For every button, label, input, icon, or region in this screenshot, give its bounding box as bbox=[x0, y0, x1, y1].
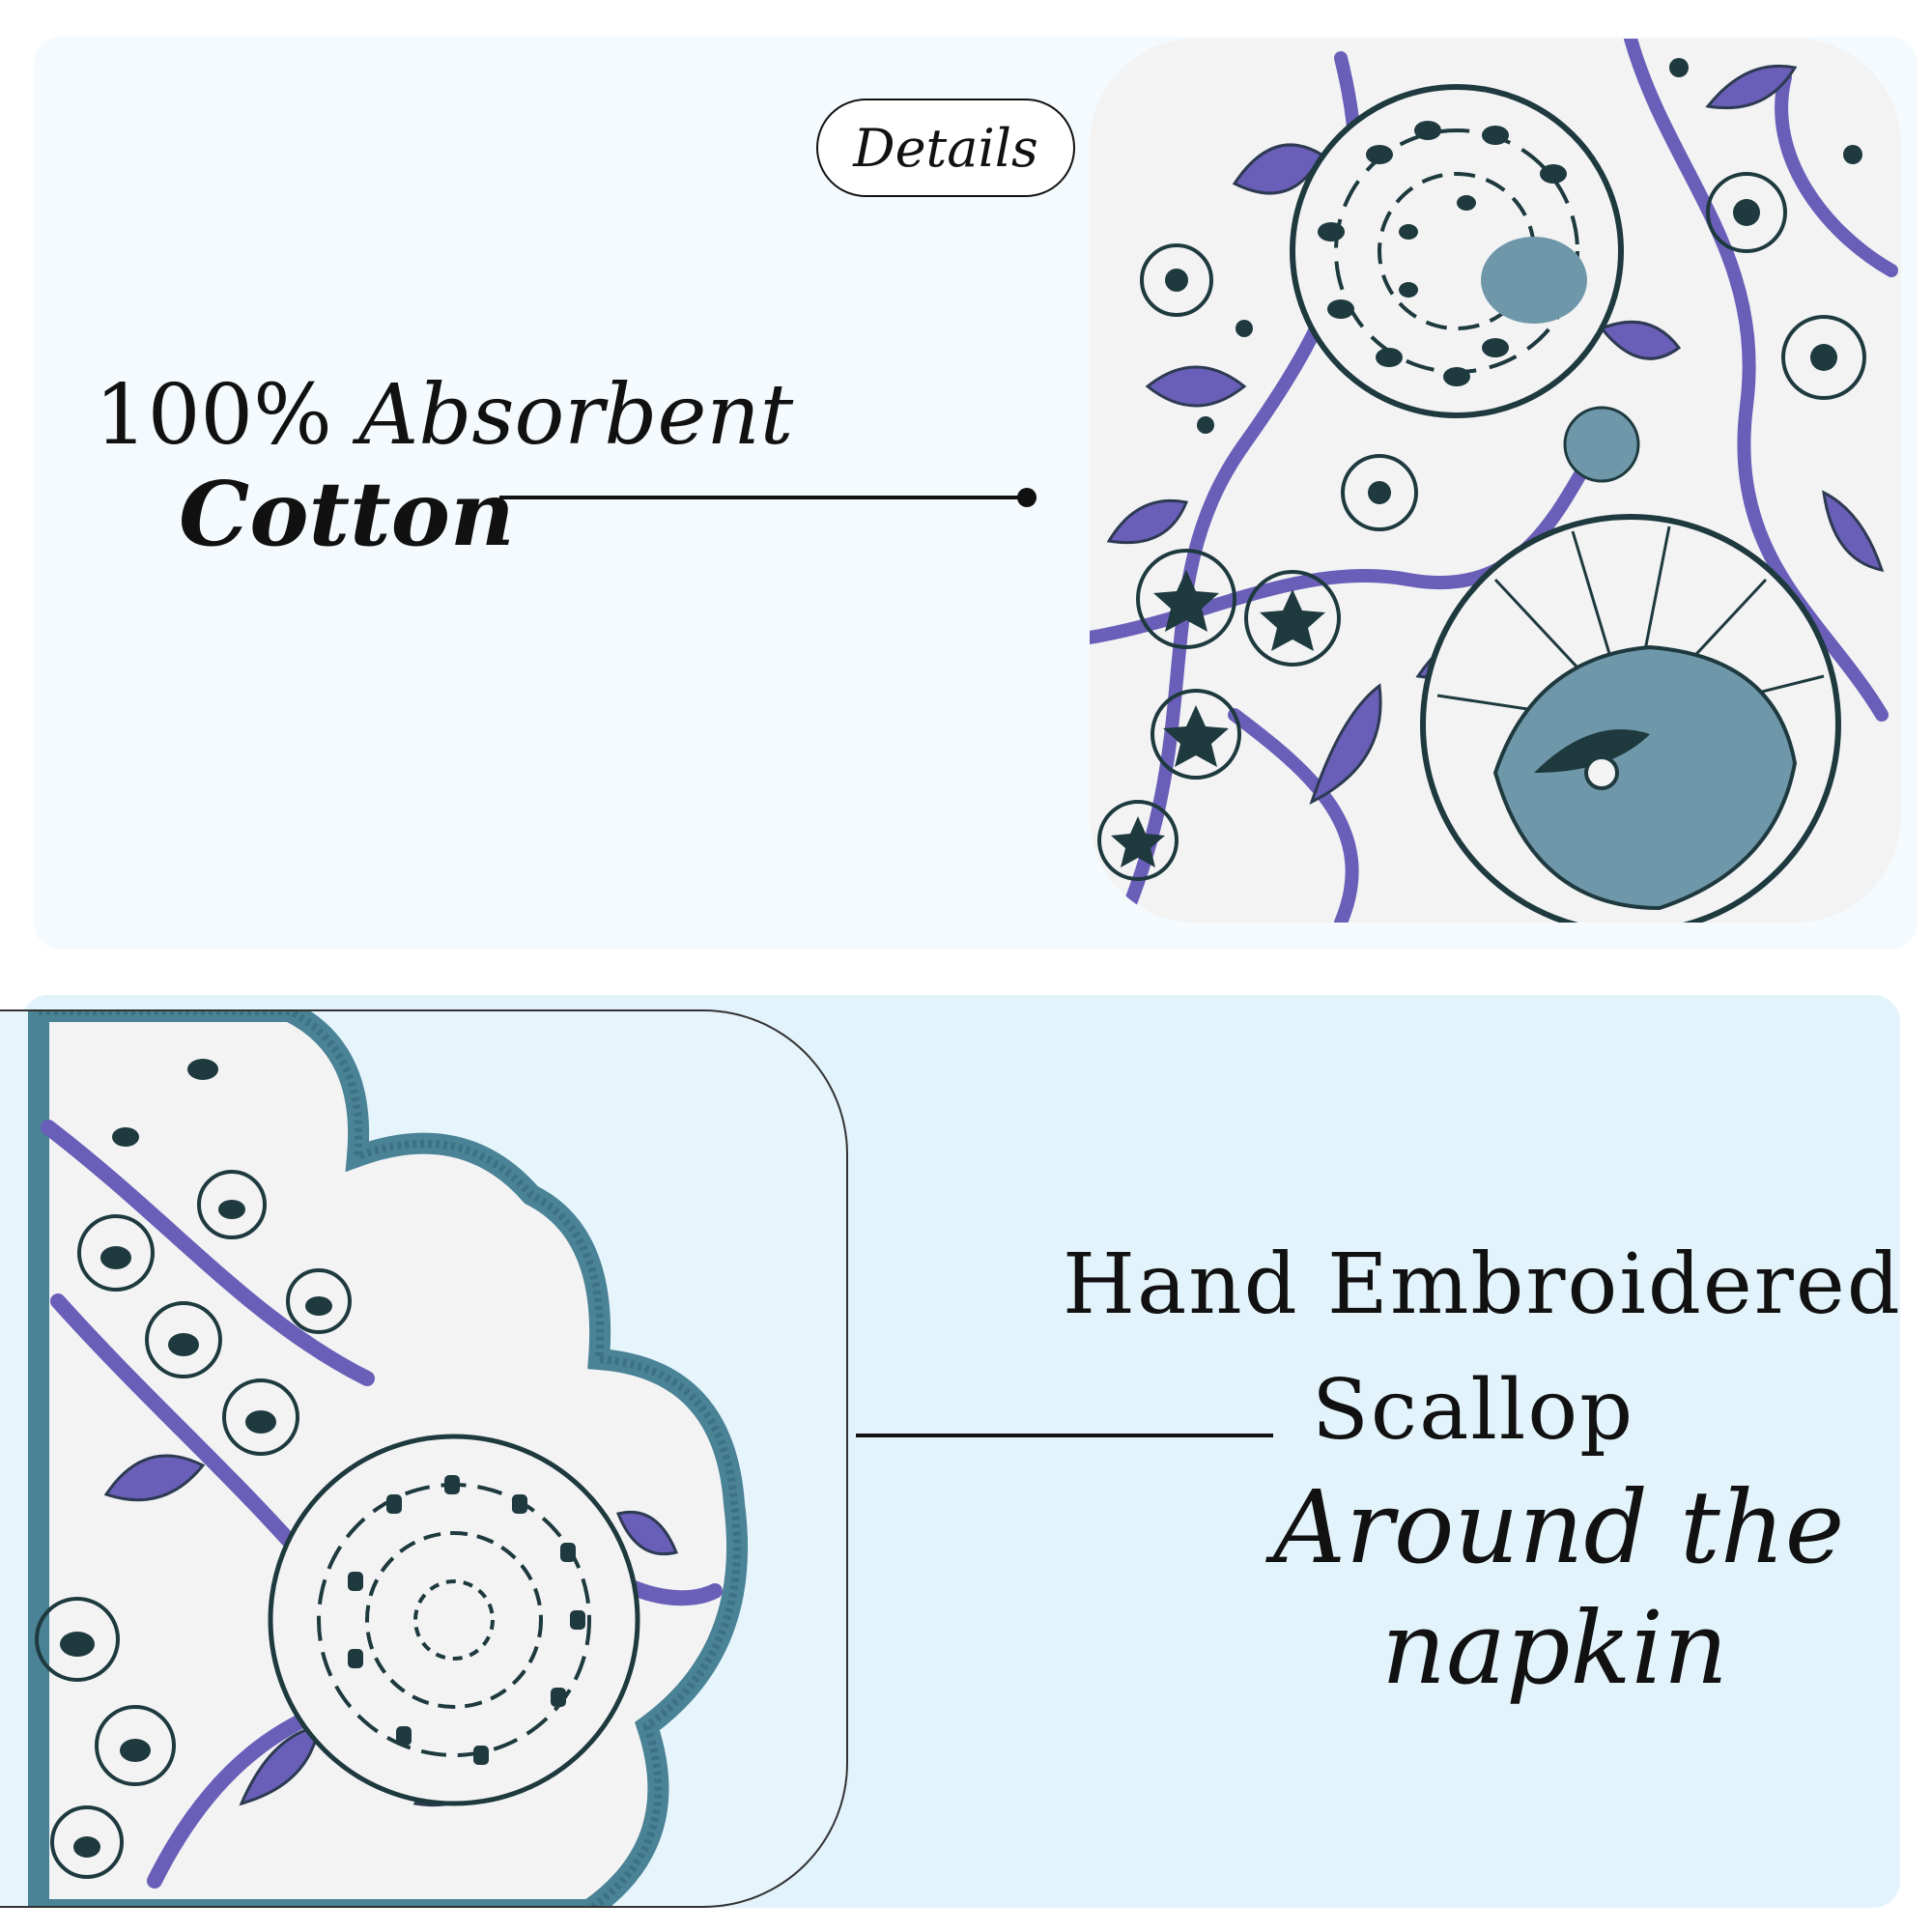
embroidered-scallop-illustration bbox=[28, 1011, 749, 1906]
floral-print-illustration bbox=[1090, 39, 1901, 923]
absorbent-text: Absorbent bbox=[358, 367, 794, 464]
top-callout-line bbox=[499, 496, 1024, 499]
top-callout-dot bbox=[1017, 488, 1037, 507]
details-badge-label: Details bbox=[853, 117, 1038, 179]
cotton-fabric-closeup-image bbox=[1090, 39, 1901, 923]
feature-absorbent-line: 100% Absorbent bbox=[95, 367, 793, 464]
feature-around-line: Around the bbox=[1273, 1468, 1845, 1586]
details-badge: Details bbox=[816, 99, 1075, 197]
feature-scallop-line: Scallop bbox=[1312, 1362, 1635, 1459]
bottom-callout-line bbox=[856, 1434, 1273, 1437]
feature-embroidered-line: Hand Embroidered bbox=[1063, 1236, 1902, 1333]
absorbent-percent: 100% bbox=[95, 367, 332, 464]
feature-napkin-line: napkin bbox=[1381, 1589, 1728, 1707]
scalloped-napkin-closeup-image bbox=[0, 1009, 848, 1908]
feature-cotton-line: Cotton bbox=[179, 462, 515, 566]
